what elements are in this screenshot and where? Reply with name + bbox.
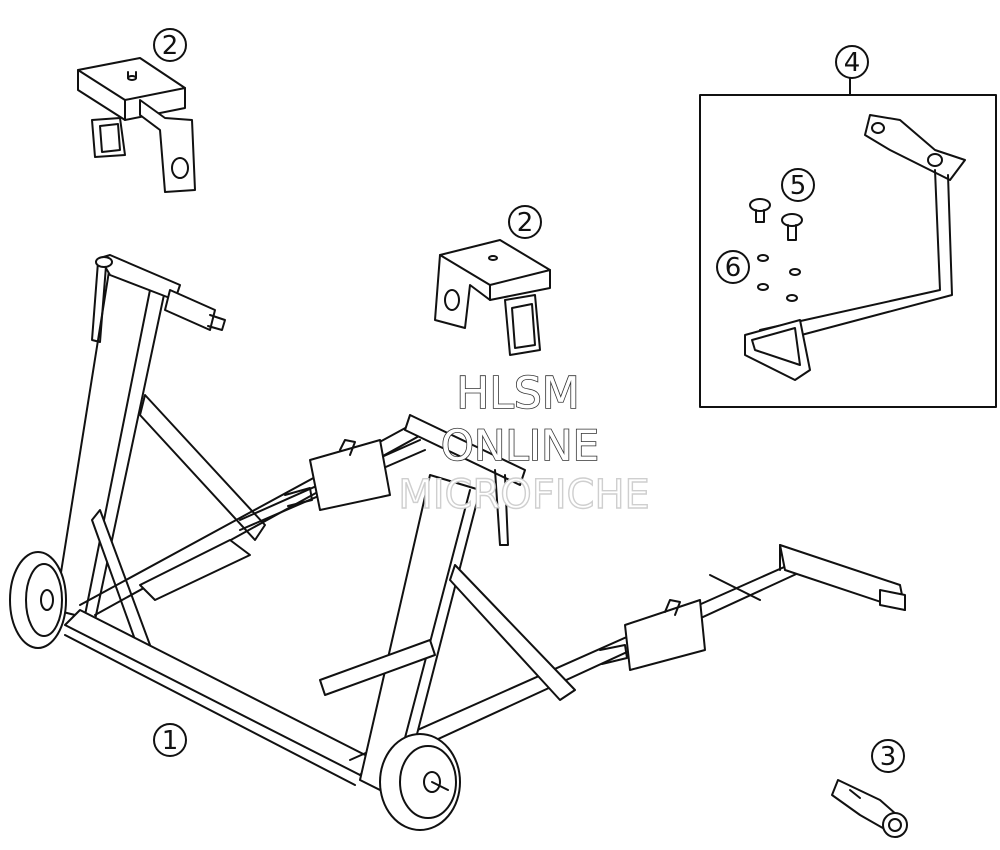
- watermark-line2: ONLINE: [441, 421, 599, 470]
- callout-5: 5: [790, 171, 807, 201]
- callout-2a: 2: [162, 31, 179, 61]
- callout-6: 6: [725, 253, 742, 283]
- callout-circle-2a: [153, 28, 187, 62]
- callout-circle-2b: [508, 205, 542, 239]
- callout-circle-3: [871, 739, 905, 773]
- bolts: [749, 198, 803, 241]
- nuts: [757, 254, 801, 302]
- watermark-line1: HLSM: [456, 368, 580, 419]
- callout-circle-4: [835, 45, 869, 79]
- callout-3: 3: [880, 742, 897, 772]
- watermark-line3: MICROFICHE: [398, 472, 650, 518]
- callout-circle-6: [716, 250, 750, 284]
- socket-part: [831, 779, 908, 838]
- bracket-upper-left: [77, 57, 196, 193]
- callout-2b: 2: [517, 208, 534, 238]
- bracket-middle: [434, 239, 551, 356]
- callout-1: 1: [162, 726, 179, 756]
- kit-box: [699, 94, 997, 408]
- callout-circle-5: [781, 168, 815, 202]
- callout-4: 4: [844, 48, 861, 78]
- support-arm: [744, 114, 966, 381]
- callout-circle-1: [153, 723, 187, 757]
- stand-frame: [9, 254, 906, 831]
